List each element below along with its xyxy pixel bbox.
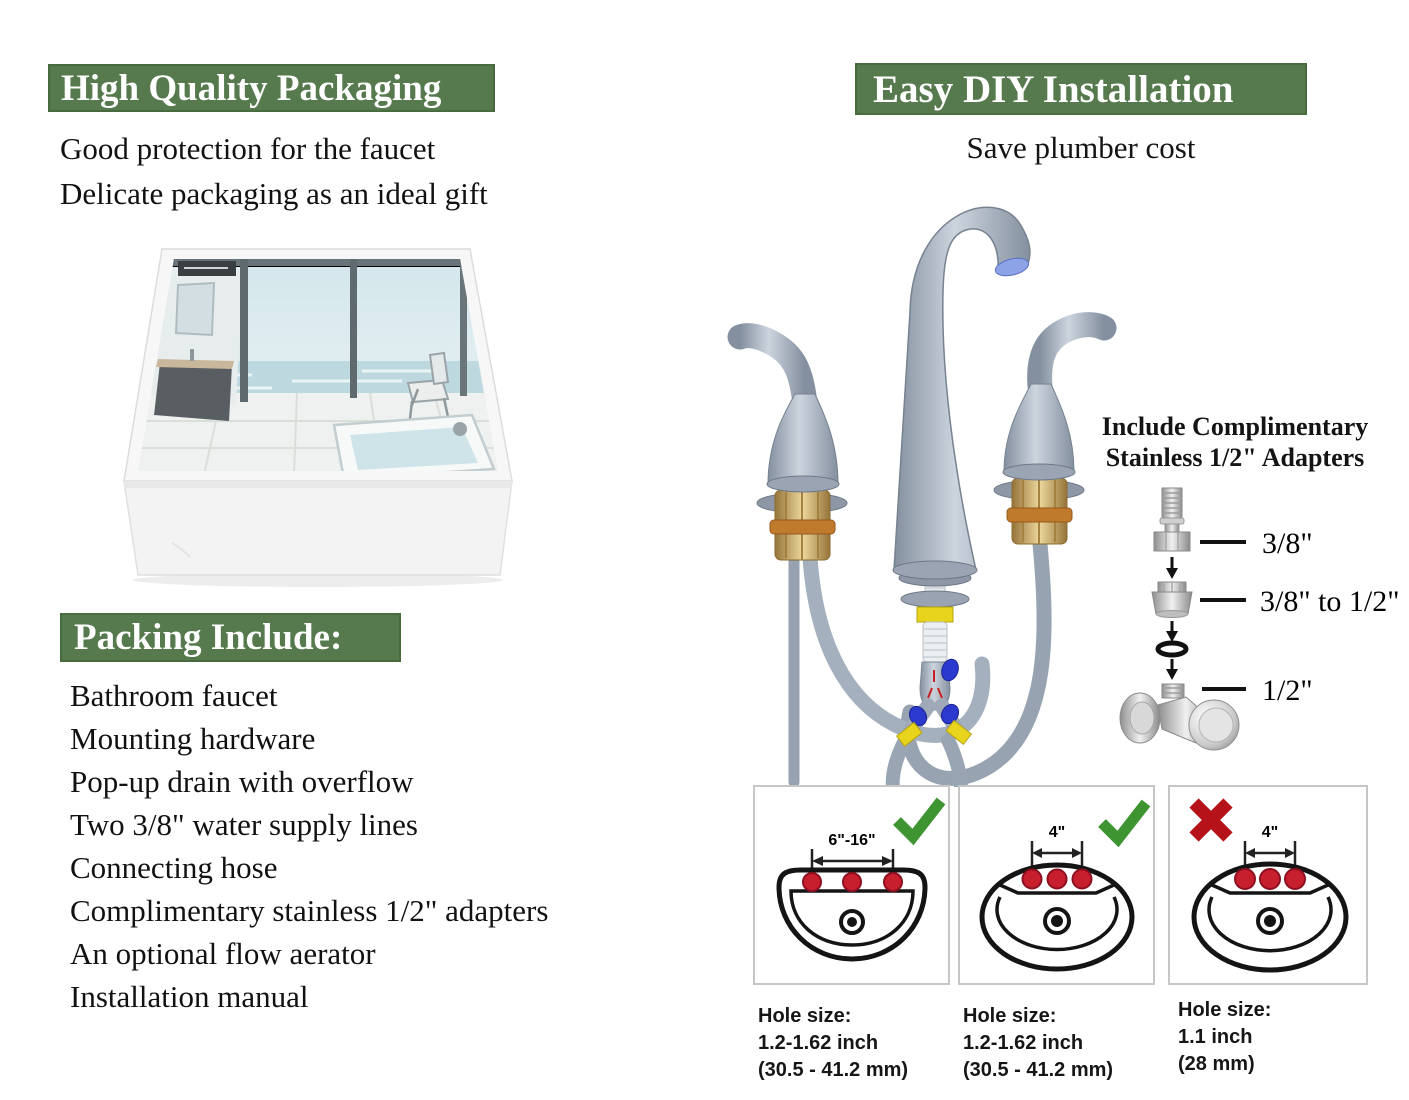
packing-item: Bathroom faucet bbox=[70, 678, 278, 713]
sink-outline bbox=[776, 867, 928, 962]
adapter-label-3-8-to-1-2: 3/8" to 1/2" bbox=[1260, 585, 1400, 618]
washer bbox=[900, 590, 970, 608]
box-shadow bbox=[133, 573, 503, 587]
packing-include-banner: Packing Include: bbox=[60, 613, 401, 662]
packaging-benefit-line-1: Good protection for the faucet bbox=[60, 131, 436, 166]
adapters-heading: Include Complimentary Stainless 1/2" Ada… bbox=[1080, 411, 1390, 473]
save-plumber-cost-text: Save plumber cost bbox=[966, 130, 1196, 165]
packing-include-title: Packing Include: bbox=[74, 617, 343, 658]
cross-icon bbox=[1189, 798, 1233, 842]
check-icon bbox=[1098, 799, 1151, 848]
adapters-heading-line-1: Include Complimentary bbox=[1101, 412, 1369, 441]
flow-arrows bbox=[927, 670, 943, 699]
left-lever bbox=[727, 323, 817, 409]
faucet-holes bbox=[1021, 868, 1093, 890]
faucet-exploded-diagram bbox=[727, 206, 1117, 787]
packaging-box-photo bbox=[123, 248, 513, 587]
faucet-holes bbox=[1234, 868, 1306, 890]
hole-size-line: (30.5 - 41.2 mm) bbox=[758, 1059, 909, 1081]
down-arrow bbox=[1166, 621, 1178, 642]
hole-size-line: 1.2-1.62 inch bbox=[758, 1032, 879, 1054]
mounting-ring bbox=[769, 519, 836, 535]
sink-diagram-widespread: 6"-16" bbox=[776, 797, 946, 962]
yellow-collar bbox=[945, 719, 973, 745]
sink-basin bbox=[1207, 896, 1333, 953]
box-lid-edge bbox=[124, 481, 512, 488]
left-handle-base bbox=[767, 393, 839, 485]
packing-item: Installation manual bbox=[70, 979, 309, 1014]
high-quality-packaging-title: High Quality Packaging bbox=[61, 67, 442, 109]
spacing-label: 4" bbox=[1262, 824, 1278, 841]
easy-diy-installation-banner: Easy DIY Installation bbox=[855, 63, 1307, 115]
right-lever bbox=[1027, 312, 1117, 399]
packing-item: Complimentary stainless 1/2" adapters bbox=[70, 893, 549, 928]
box-lid-bathroom-photo bbox=[138, 259, 498, 471]
supply-hoses bbox=[788, 536, 1052, 787]
sink-outline bbox=[1191, 861, 1349, 973]
hole-size-caption-3: Hole size: 1.1 inch (28 mm) bbox=[1178, 997, 1271, 1078]
packing-item: Pop-up drain with overflow bbox=[70, 764, 414, 799]
sink-basin bbox=[789, 889, 915, 947]
hole-size-caption-2: Hole size: 1.2-1.62 inch (30.5 - 41.2 mm… bbox=[963, 1003, 1113, 1084]
deck-shelf bbox=[999, 883, 1115, 895]
down-arrow bbox=[1166, 557, 1178, 579]
faucet-holes bbox=[802, 872, 903, 892]
sink-card-4inch: 4" bbox=[958, 785, 1155, 985]
blue-clip bbox=[940, 703, 960, 725]
sink-basin bbox=[995, 896, 1119, 952]
down-arrow bbox=[1166, 659, 1178, 680]
easy-diy-installation-title: Easy DIY Installation bbox=[873, 67, 1234, 111]
o-ring bbox=[1155, 640, 1189, 658]
adapter-label-3-8: 3/8" bbox=[1262, 527, 1313, 560]
mounting-ring bbox=[1006, 507, 1073, 523]
hole-size-line: Hole size: bbox=[758, 1005, 852, 1027]
blue-clip bbox=[941, 658, 959, 682]
yellow-mounting-nut bbox=[916, 606, 954, 623]
packing-item: An optional flow aerator bbox=[70, 936, 376, 971]
right-handle-assembly bbox=[993, 312, 1117, 545]
hole-size-line: Hole size: bbox=[963, 1005, 1057, 1027]
led-aerator bbox=[994, 257, 1030, 277]
sink-card-incompatible: 4" bbox=[1168, 785, 1368, 985]
sink-card-widespread: 6"-16" bbox=[753, 785, 950, 985]
angle-valve-1-2 bbox=[1119, 683, 1240, 751]
spout bbox=[892, 206, 1031, 580]
packing-item: Two 3/8" water supply lines bbox=[70, 807, 418, 842]
packing-list: Bathroom faucet Mounting hardware Pop-up… bbox=[70, 674, 550, 1018]
packaging-benefits: Good protection for the faucet Delicate … bbox=[60, 126, 488, 216]
adapter-3-8 bbox=[1153, 487, 1191, 552]
blue-clip bbox=[908, 705, 928, 727]
box-front-face bbox=[123, 480, 513, 576]
hole-size-caption-1: Hole size: 1.2-1.62 inch (30.5 - 41.2 mm… bbox=[758, 1003, 908, 1084]
sink-outline bbox=[979, 862, 1135, 972]
left-handle-assembly bbox=[727, 323, 848, 561]
spacing-label: 6"-16" bbox=[828, 832, 875, 849]
packaging-benefit-line-2: Delicate packaging as an ideal gift bbox=[60, 176, 488, 211]
deck-shelf bbox=[1211, 883, 1329, 895]
yellow-collar bbox=[895, 721, 923, 747]
adapter-label-1-2: 1/2" bbox=[1262, 674, 1313, 707]
adapter-stack-diagram: 3/8" 3/8" to 1/2" bbox=[1119, 487, 1400, 751]
high-quality-packaging-banner: High Quality Packaging bbox=[48, 64, 495, 112]
adapters-heading-line-2: Stainless 1/2" Adapters bbox=[1105, 443, 1365, 472]
sink-diagram-4inch: 4" bbox=[979, 799, 1151, 972]
check-icon bbox=[893, 797, 946, 846]
hole-size-line: 1.1 inch bbox=[1178, 1026, 1253, 1048]
y-connector bbox=[895, 658, 973, 747]
spacing-label: 4" bbox=[1049, 824, 1065, 841]
hole-size-line: Hole size: bbox=[1178, 999, 1272, 1021]
packing-item: Connecting hose bbox=[70, 850, 278, 885]
sink-diagram-incompatible: 4" bbox=[1189, 798, 1349, 973]
packing-item: Mounting hardware bbox=[70, 721, 316, 756]
hole-size-line: (28 mm) bbox=[1178, 1053, 1255, 1075]
hole-size-line: 1.2-1.62 inch bbox=[963, 1032, 1084, 1054]
hole-size-line: (30.5 - 41.2 mm) bbox=[963, 1059, 1114, 1081]
right-handle-base bbox=[1003, 383, 1075, 473]
adapter-3-8-to-1-2 bbox=[1151, 581, 1193, 618]
